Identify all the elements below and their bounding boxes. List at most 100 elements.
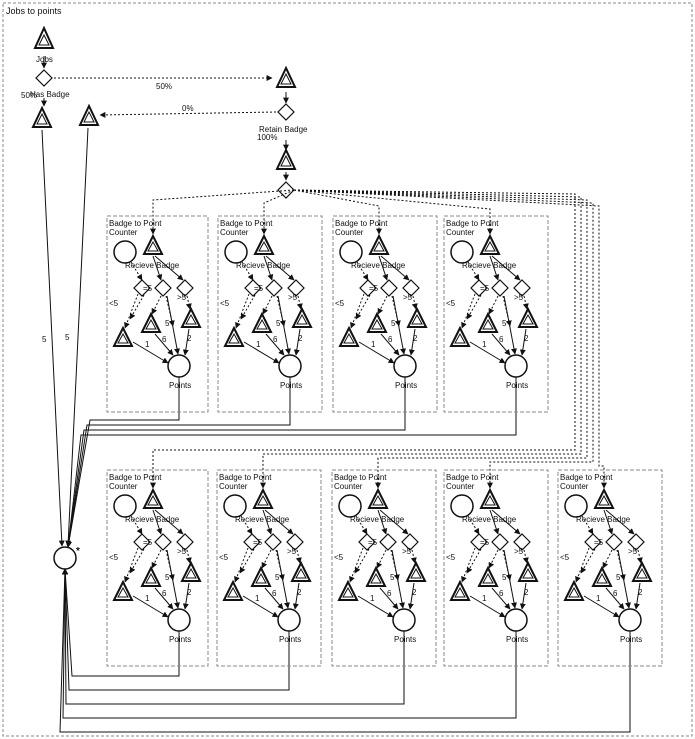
pool-gt[interactable] bbox=[180, 560, 202, 582]
gate-gt[interactable] bbox=[286, 533, 304, 551]
distribution-edge-4 bbox=[293, 189, 493, 235]
pool-gt[interactable] bbox=[631, 560, 653, 582]
gate-eq[interactable] bbox=[264, 533, 282, 551]
module-edge bbox=[380, 255, 410, 281]
receive-pool[interactable] bbox=[142, 487, 164, 509]
pool-eq[interactable] bbox=[477, 565, 499, 587]
gate-lt[interactable] bbox=[470, 533, 488, 551]
gate-eq[interactable] bbox=[265, 279, 283, 297]
pool-eq[interactable] bbox=[140, 565, 162, 587]
pool-eq[interactable] bbox=[366, 311, 388, 333]
receive-pool[interactable] bbox=[252, 487, 274, 509]
counter-node[interactable] bbox=[224, 240, 248, 264]
receive-pool[interactable] bbox=[479, 487, 501, 509]
zero-pool-node[interactable] bbox=[78, 103, 100, 126]
points-node[interactable] bbox=[277, 608, 301, 632]
points-node[interactable] bbox=[504, 354, 528, 378]
gate-lt[interactable] bbox=[244, 279, 262, 297]
gate-lt[interactable] bbox=[470, 279, 488, 297]
gate-eq[interactable] bbox=[154, 533, 172, 551]
receive-pool[interactable] bbox=[368, 233, 390, 255]
gate-lt[interactable] bbox=[243, 533, 261, 551]
left-pool-node[interactable] bbox=[31, 105, 53, 128]
counter-node[interactable] bbox=[338, 494, 362, 518]
points-node[interactable] bbox=[618, 608, 642, 632]
counter-node[interactable] bbox=[450, 494, 474, 518]
gate-gt[interactable] bbox=[287, 279, 305, 297]
points-node[interactable] bbox=[278, 354, 302, 378]
pool-lt[interactable] bbox=[449, 579, 471, 601]
gate-gt[interactable] bbox=[176, 279, 194, 297]
gate-eq[interactable] bbox=[379, 533, 397, 551]
pool-eq[interactable] bbox=[250, 565, 272, 587]
receive-pool[interactable] bbox=[479, 233, 501, 255]
points-node[interactable] bbox=[167, 608, 191, 632]
pool-lt[interactable] bbox=[222, 579, 244, 601]
counter-node[interactable] bbox=[564, 494, 588, 518]
pool-gt[interactable] bbox=[290, 560, 312, 582]
has-badge-gate[interactable] bbox=[35, 69, 53, 87]
gate-gt[interactable] bbox=[513, 533, 531, 551]
pool-eq[interactable] bbox=[477, 311, 499, 333]
gate-gt[interactable] bbox=[513, 279, 531, 297]
pool-gt[interactable] bbox=[405, 560, 427, 582]
gate-gt[interactable] bbox=[627, 533, 645, 551]
earned-pool-node[interactable] bbox=[275, 65, 297, 88]
points-node[interactable] bbox=[167, 354, 191, 378]
retain-badge-gate[interactable] bbox=[277, 103, 295, 121]
gate-eq[interactable] bbox=[605, 533, 623, 551]
distribution-gate[interactable] bbox=[277, 181, 295, 199]
points-node[interactable] bbox=[393, 354, 417, 378]
gate-eq[interactable] bbox=[154, 279, 172, 297]
receive-pool[interactable] bbox=[593, 487, 615, 509]
counter-node[interactable] bbox=[113, 240, 137, 264]
receive-pool[interactable] bbox=[142, 233, 164, 255]
cond-lt-label: <5 bbox=[219, 553, 229, 562]
receive-pool[interactable] bbox=[253, 233, 275, 255]
gate-eq[interactable] bbox=[380, 279, 398, 297]
pool-eq[interactable] bbox=[140, 311, 162, 333]
val-5-label: 5 bbox=[616, 573, 621, 582]
pool-gt[interactable] bbox=[406, 306, 428, 328]
distribution-pool-node[interactable] bbox=[275, 147, 297, 170]
gate-eq[interactable] bbox=[491, 279, 509, 297]
module-edge bbox=[243, 341, 280, 364]
collector-node[interactable] bbox=[53, 546, 77, 570]
counter-node[interactable] bbox=[113, 494, 137, 518]
gate-eq[interactable] bbox=[491, 533, 509, 551]
pool-gt[interactable] bbox=[517, 560, 539, 582]
pool-lt[interactable] bbox=[112, 325, 134, 347]
counter-node[interactable] bbox=[450, 240, 474, 264]
pool-lt[interactable] bbox=[337, 579, 359, 601]
pool-eq[interactable] bbox=[591, 565, 613, 587]
gate-gt[interactable] bbox=[401, 533, 419, 551]
receive-pool[interactable] bbox=[367, 487, 389, 509]
pool-eq[interactable] bbox=[365, 565, 387, 587]
gate-gt[interactable] bbox=[402, 279, 420, 297]
gate-lt[interactable] bbox=[358, 533, 376, 551]
counter-node[interactable] bbox=[339, 240, 363, 264]
edge-left-pool-to-collector bbox=[41, 129, 65, 547]
gate-lt[interactable] bbox=[133, 533, 151, 551]
module-edge bbox=[151, 295, 162, 315]
pool-gt[interactable] bbox=[291, 306, 313, 328]
pool-gt[interactable] bbox=[517, 306, 539, 328]
pool-lt[interactable] bbox=[449, 325, 471, 347]
gate-lt[interactable] bbox=[133, 279, 151, 297]
jobs-source-node[interactable] bbox=[33, 25, 55, 49]
cond-lt-label: <5 bbox=[334, 553, 344, 562]
counter-node[interactable] bbox=[223, 494, 247, 518]
pool-lt[interactable] bbox=[112, 579, 134, 601]
pool-lt[interactable] bbox=[223, 325, 245, 347]
cond-gt-label: >5 bbox=[514, 547, 524, 556]
points-node[interactable] bbox=[504, 608, 528, 632]
gate-lt[interactable] bbox=[359, 279, 377, 297]
gate-gt[interactable] bbox=[176, 533, 194, 551]
pool-lt[interactable] bbox=[338, 325, 360, 347]
module-edge bbox=[580, 548, 596, 574]
pool-gt[interactable] bbox=[180, 306, 202, 328]
pool-eq[interactable] bbox=[251, 311, 273, 333]
points-node[interactable] bbox=[392, 608, 416, 632]
gate-lt[interactable] bbox=[584, 533, 602, 551]
pool-lt[interactable] bbox=[563, 579, 585, 601]
